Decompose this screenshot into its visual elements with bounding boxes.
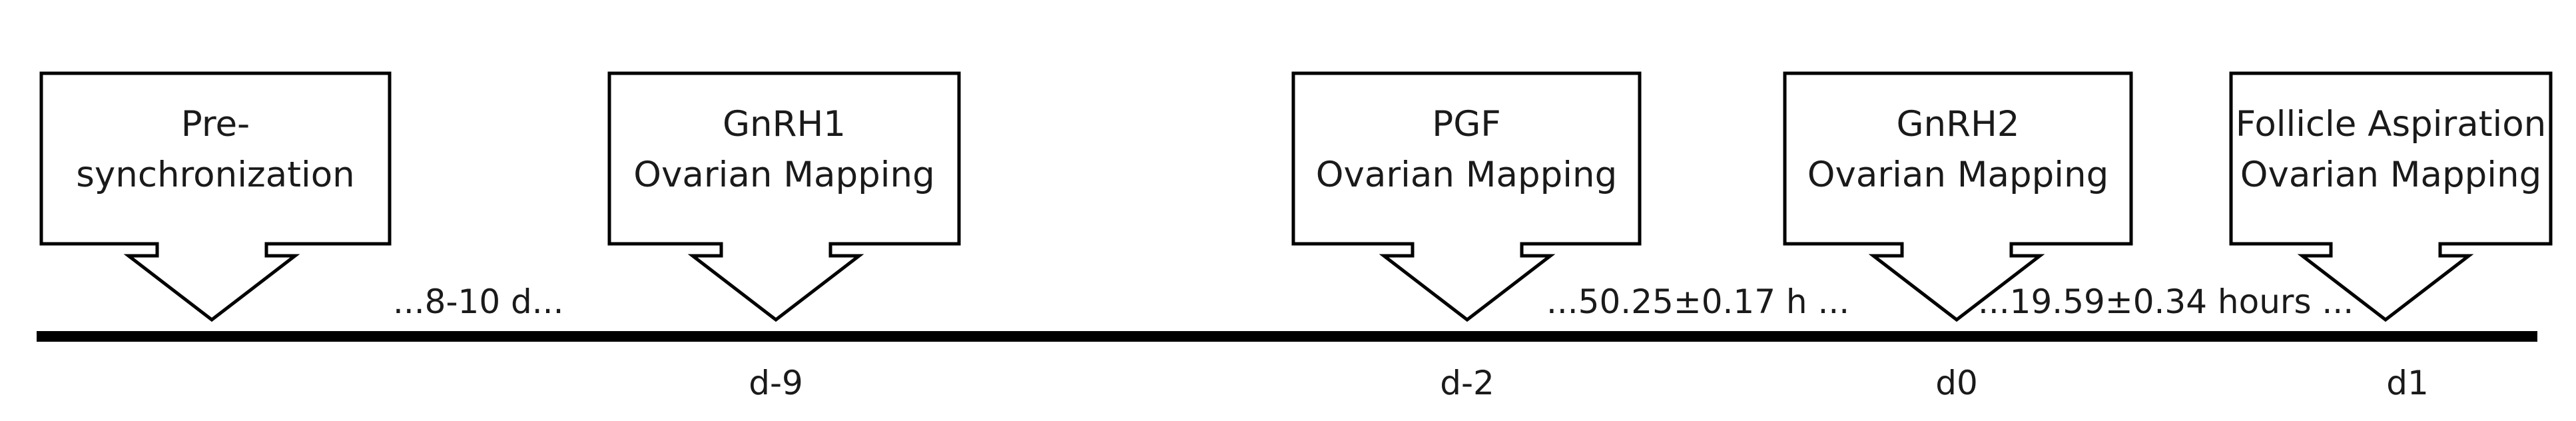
day-label-pgf: d-2 bbox=[1440, 364, 1494, 402]
event-callout-pgf: PGF Ovarian Mapping bbox=[1291, 71, 1642, 322]
event-label-gnrh2-line-1: GnRH2 bbox=[1896, 104, 2019, 145]
event-label-gnrh1-line-1: GnRH1 bbox=[723, 104, 846, 145]
event-label-aspiration-line-1: Follicle Aspiration bbox=[2236, 104, 2547, 145]
interval-label-pgf-gnrh2: ...50.25±0.17 h ... bbox=[1546, 282, 1849, 321]
event-label-pgf-line-1: PGF bbox=[1432, 104, 1501, 145]
callout-arrow-shape bbox=[2229, 71, 2553, 322]
interval-label-presync-gnrh1: ...8-10 d... bbox=[393, 282, 563, 321]
event-label-presync-line-2: synchronization bbox=[76, 155, 355, 195]
interval-label-gnrh2-aspiration: ...19.59±0.34 hours ... bbox=[1978, 282, 2354, 321]
event-label-aspiration-line-2: Ovarian Mapping bbox=[2240, 155, 2541, 195]
event-label-presync-line-1: Pre- bbox=[181, 104, 250, 145]
callout-arrow-shape bbox=[1783, 71, 2133, 322]
callout-arrow-shape bbox=[1291, 71, 1642, 322]
day-label-aspiration: d1 bbox=[2386, 364, 2429, 402]
event-label-pgf-line-2: Ovarian Mapping bbox=[1316, 155, 1617, 195]
callout-arrow-shape bbox=[39, 71, 392, 322]
callout-arrow-shape bbox=[607, 71, 961, 322]
event-label-gnrh1-line-2: Ovarian Mapping bbox=[633, 155, 934, 195]
event-callout-presync: Pre-synchronization bbox=[39, 71, 392, 322]
day-label-gnrh1: d-9 bbox=[749, 364, 803, 402]
event-label-gnrh2-line-2: Ovarian Mapping bbox=[1807, 155, 2108, 195]
day-label-gnrh2: d0 bbox=[1935, 364, 1978, 402]
